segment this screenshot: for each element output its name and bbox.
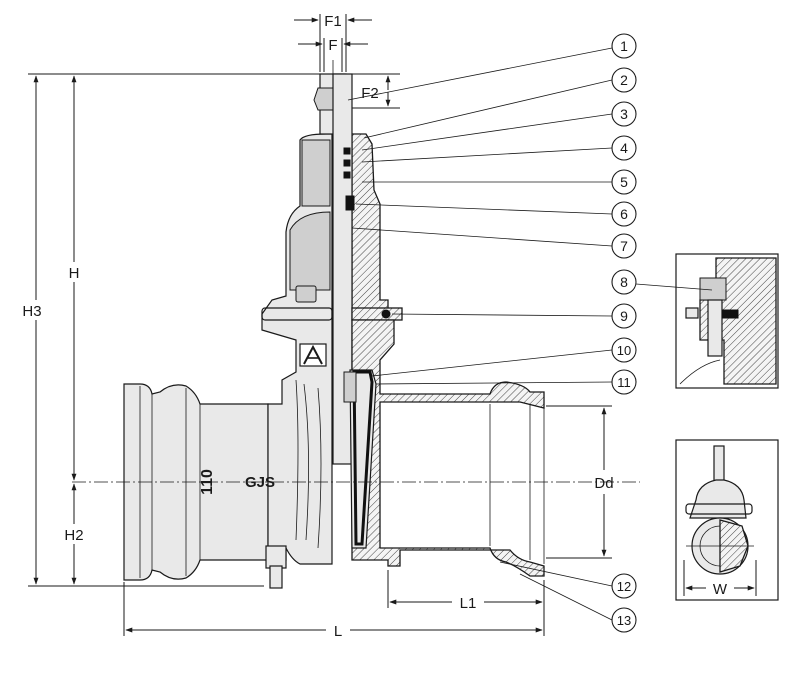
dim-l-label: L (334, 623, 342, 640)
dimension-lines: F1 F F2 H3 H H2 Dd (22, 13, 613, 640)
dim-f2-label: F2 (361, 85, 379, 102)
callout-leaders (347, 47, 613, 621)
dim-f-label: F (328, 37, 337, 54)
bolt-detail-inset (675, 253, 779, 389)
svg-text:11: 11 (617, 375, 631, 390)
dim-dd-label: Dd (594, 475, 613, 492)
dim-w-label: W (713, 581, 728, 598)
svg-text:13: 13 (617, 613, 631, 628)
body-material-marking: GJS (245, 474, 275, 491)
dim-h-label: H (69, 265, 80, 282)
callout-11: 11 (611, 369, 637, 395)
manufacturer-logo (299, 343, 327, 367)
svg-text:2: 2 (620, 72, 628, 88)
callout-3: 3 (611, 101, 637, 127)
svg-text:4: 4 (620, 140, 628, 156)
callout-13: 13 (611, 607, 637, 633)
callout-8: 8 (611, 269, 713, 295)
svg-text:12: 12 (617, 579, 631, 594)
callout-5: 5 (611, 169, 637, 195)
svg-text:6: 6 (620, 206, 628, 222)
callout-1: 1 (611, 33, 637, 59)
dim-h2-label: H2 (64, 527, 83, 544)
svg-text:1: 1 (620, 38, 628, 54)
callout-7: 7 (611, 233, 637, 259)
callout-bubbles: 1 2 3 4 5 6 7 8 (611, 33, 713, 633)
callout-2: 2 (611, 67, 637, 93)
callout-6: 6 (611, 201, 637, 227)
svg-text:7: 7 (620, 238, 628, 254)
dim-l1-label: L1 (460, 595, 477, 612)
svg-text:5: 5 (620, 174, 628, 190)
left-body-exterior (261, 133, 333, 589)
callout-9: 9 (611, 303, 637, 329)
callout-12: 12 (611, 573, 637, 599)
valve-main-view: 110 GJS (72, 60, 640, 589)
body-size-marking: 110 (199, 469, 216, 495)
svg-text:3: 3 (620, 106, 628, 122)
svg-text:10: 10 (617, 343, 631, 358)
callout-4: 4 (611, 135, 637, 161)
dim-f1-label: F1 (324, 13, 342, 30)
callout-10: 10 (611, 337, 637, 363)
dim-h3-label: H3 (22, 303, 41, 320)
svg-text:8: 8 (620, 274, 628, 290)
svg-text:9: 9 (620, 308, 628, 324)
end-view-inset: W (675, 439, 779, 601)
